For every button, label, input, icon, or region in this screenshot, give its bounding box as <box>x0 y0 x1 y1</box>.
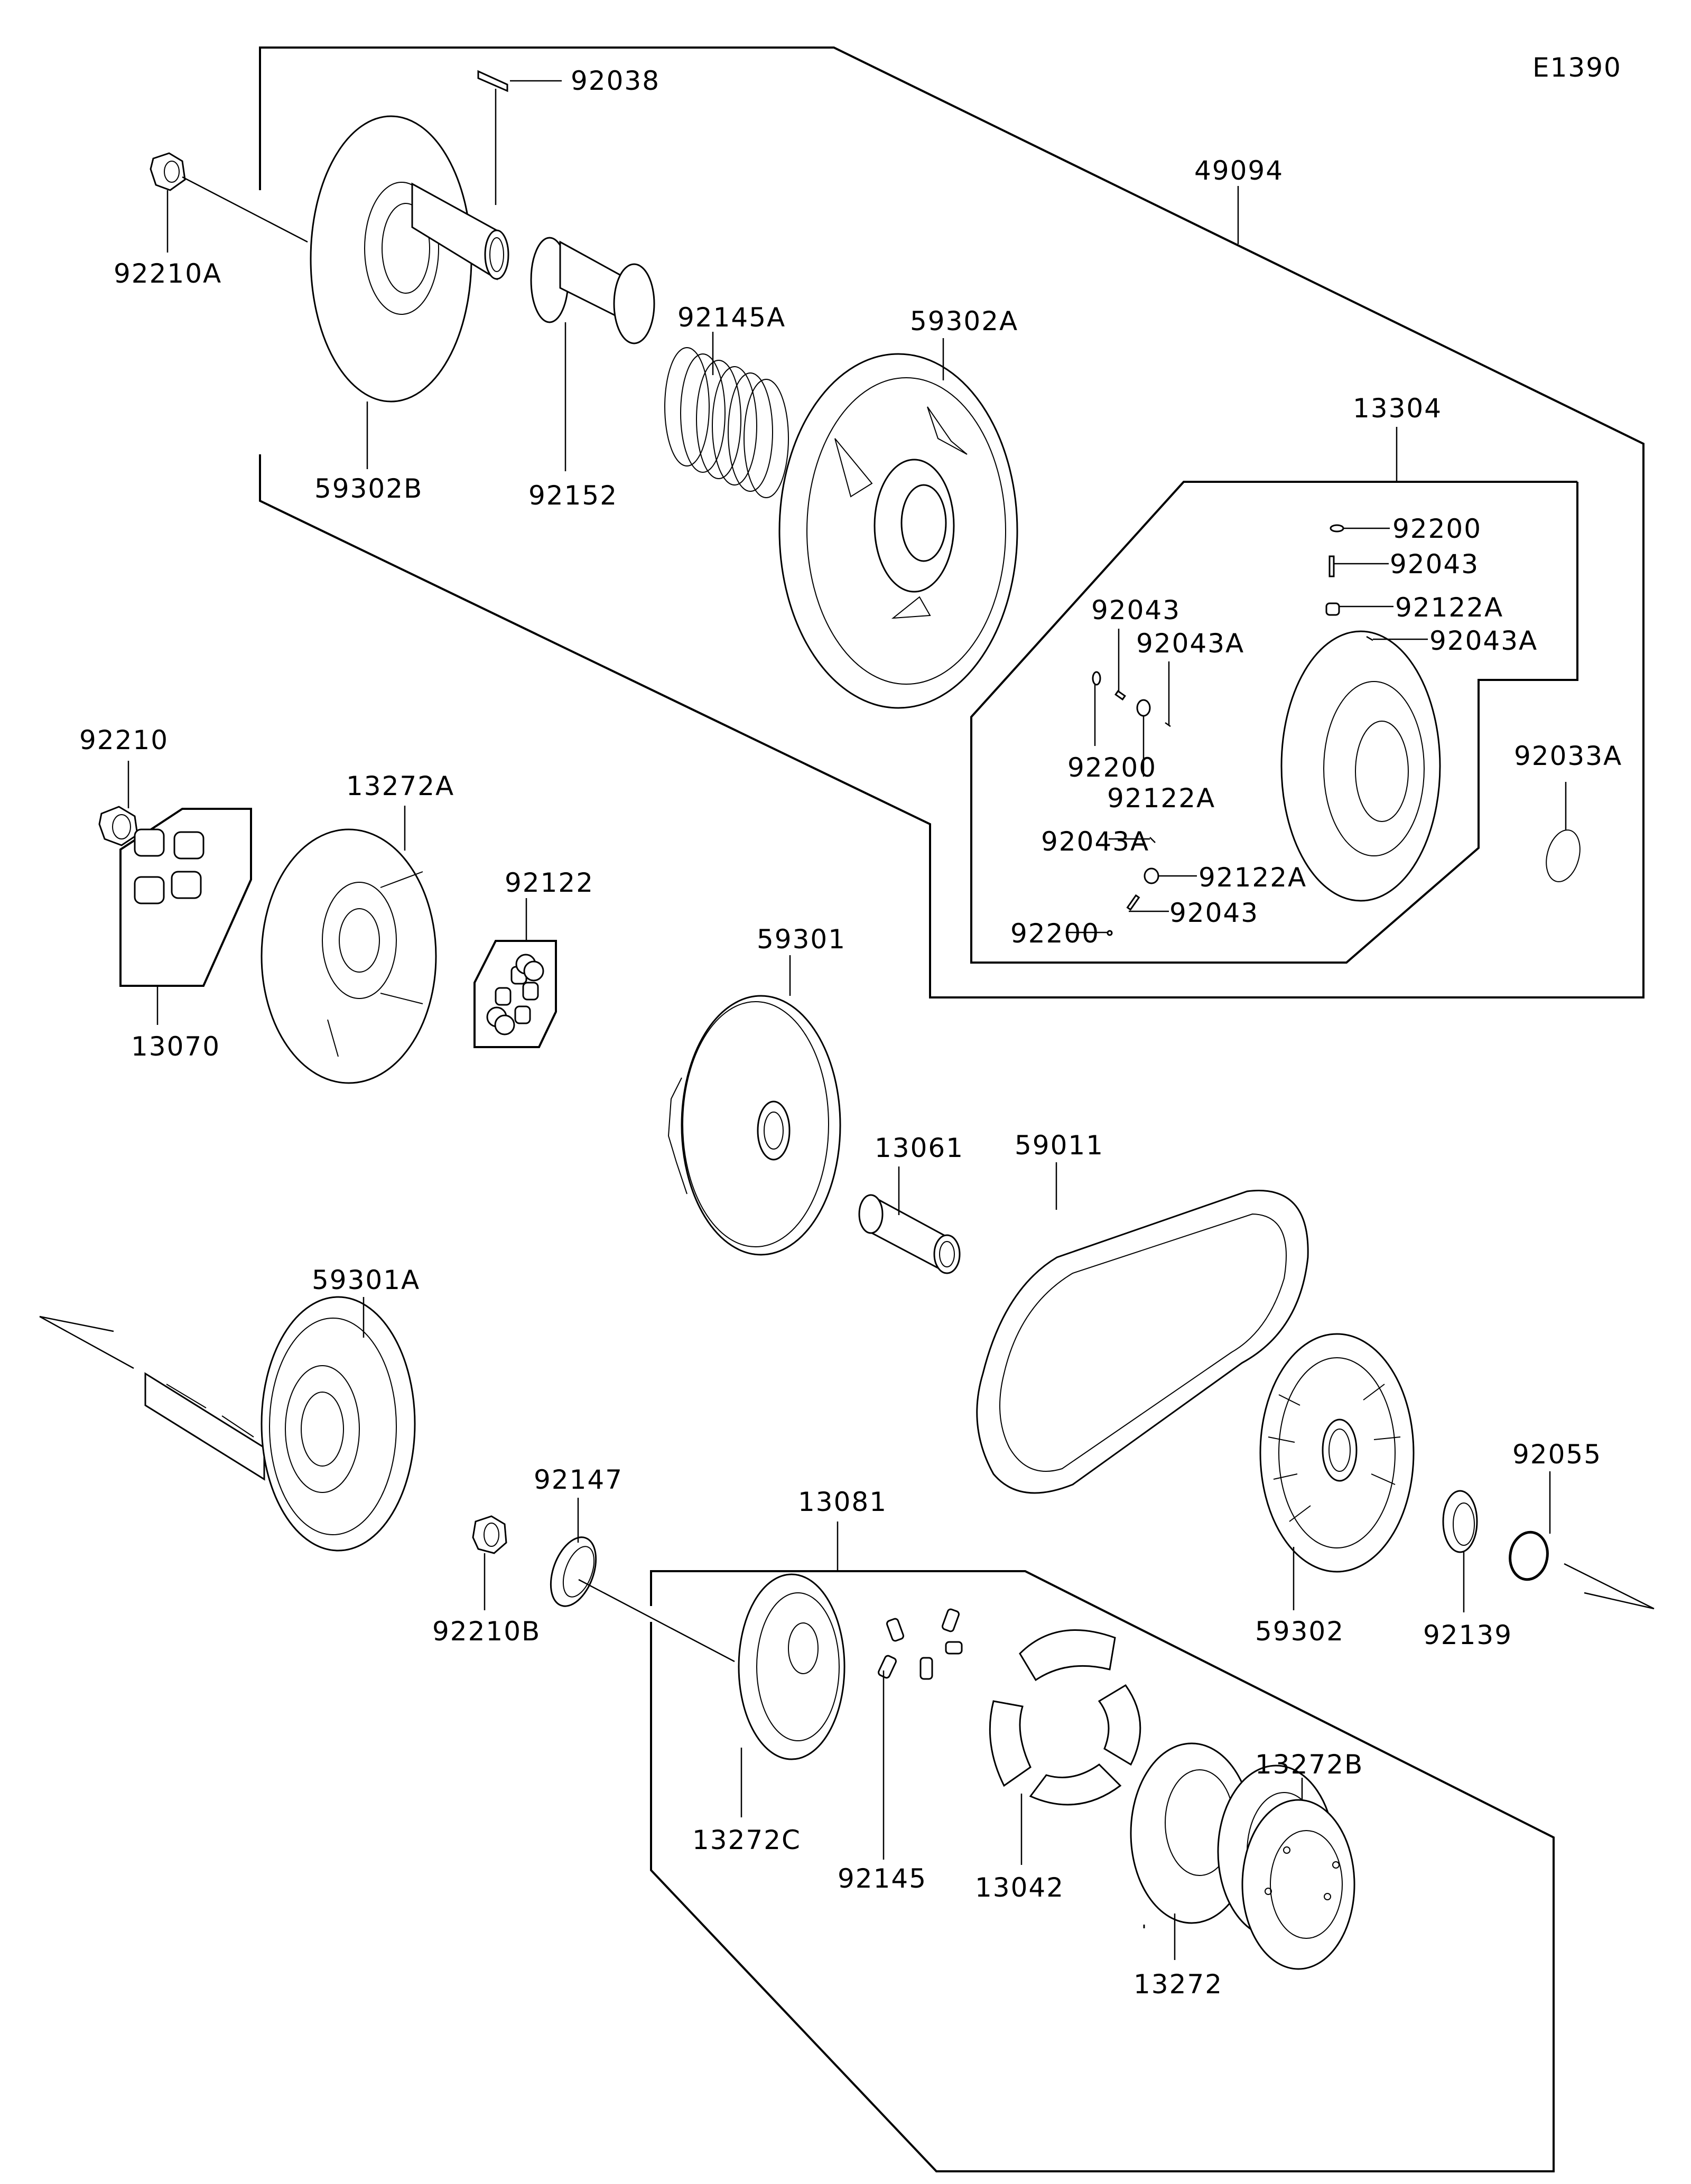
part-92210-nut[interactable]: 92210 <box>79 725 169 846</box>
label-13081: 13081 <box>798 1487 887 1517</box>
part-13272C-plate[interactable]: 13272C <box>692 1573 846 1855</box>
label-92122: 92122 <box>505 867 594 898</box>
label-92210A: 92210A <box>114 258 222 289</box>
label-13272A: 13272A <box>346 771 454 801</box>
part-59302B-sheave[interactable]: 59302B <box>310 89 509 504</box>
part-92200-lower[interactable]: 92200 <box>1010 918 1113 949</box>
label-92033A: 92033A <box>1514 741 1622 771</box>
part-59011-drive-belt[interactable]: 59011 <box>976 1130 1309 1494</box>
label-92145: 92145 <box>838 1863 927 1894</box>
label-92043A-left: 92043A <box>1136 628 1244 659</box>
group-13304-boundary: 13304 <box>970 393 1578 964</box>
label-92139: 92139 <box>1423 1620 1512 1650</box>
label-92043A-upper: 92043A <box>1429 626 1538 656</box>
part-92043-upper[interactable]: 92043 <box>1328 549 1479 580</box>
label-13070: 13070 <box>131 1031 220 1062</box>
part-92055-oring[interactable]: 92055 <box>1507 1439 1655 1610</box>
label-13272: 13272 <box>1133 1969 1223 2000</box>
part-92043A-lower[interactable]: 92043A <box>1041 826 1156 857</box>
label-92122A-lower: 92122A <box>1198 862 1307 893</box>
part-92145A-spring[interactable]: 92145A <box>664 302 789 498</box>
part-59302A-sheave[interactable]: 59302A <box>778 306 1018 709</box>
label-13272C: 13272C <box>692 1825 801 1855</box>
group-13081-boundary: 13081 <box>650 1487 1555 2172</box>
label-13272B: 13272B <box>1255 1749 1363 1780</box>
label-59302B: 59302B <box>314 473 423 504</box>
part-92200-left[interactable]: 92200 <box>1067 671 1157 783</box>
part-13304-cam-housing[interactable] <box>1280 630 1441 902</box>
label-13061: 13061 <box>875 1133 964 1163</box>
label-92122A-upper: 92122A <box>1395 592 1503 623</box>
part-59301-drive-sheave[interactable]: 59301 <box>667 924 846 1256</box>
label-92152: 92152 <box>528 480 618 511</box>
label-92043-upper: 92043 <box>1390 549 1479 580</box>
label-92055: 92055 <box>1512 1439 1602 1470</box>
part-92043-lower[interactable]: 92043 <box>1126 894 1259 928</box>
label-92043A-lower: 92043A <box>1041 826 1149 857</box>
part-92122-rollers[interactable]: 92122 <box>473 867 594 1048</box>
label-13042: 13042 <box>975 1872 1064 1903</box>
part-13272A-ramp-plate[interactable]: 13272A <box>261 771 454 1084</box>
label-92200-upper: 92200 <box>1392 514 1482 544</box>
label-59302A: 59302A <box>910 306 1018 337</box>
label-92147: 92147 <box>534 1464 623 1495</box>
part-92210A-nut[interactable]: 92210A <box>114 152 308 289</box>
label-92043-lower: 92043 <box>1169 898 1259 928</box>
label-59011: 59011 <box>1015 1130 1104 1161</box>
part-92043-left[interactable]: 92043 <box>1091 595 1181 701</box>
label-92210B: 92210B <box>432 1616 541 1647</box>
part-92145-springs[interactable]: 92145 <box>838 1608 963 1894</box>
part-92147-bearing[interactable]: 92147 <box>534 1464 735 1663</box>
part-92043A-left[interactable]: 92043A <box>1136 628 1244 727</box>
part-92122A-lower[interactable]: 92122A <box>1144 862 1307 893</box>
part-59301A-shaft-sheave[interactable]: 59301A <box>39 1265 420 1552</box>
part-92033A-circlip[interactable]: 92033A <box>1514 741 1622 885</box>
label-59302: 59302 <box>1255 1616 1344 1647</box>
part-92122A-left[interactable]: 92122A <box>1107 699 1215 814</box>
figure-id: E1390 <box>1532 52 1622 83</box>
label-49094: 49094 <box>1194 155 1284 186</box>
part-13061-collar[interactable]: 13061 <box>858 1133 964 1274</box>
part-92043A-upper[interactable]: 92043A <box>1366 626 1538 656</box>
part-13070-slider-set[interactable]: 13070 <box>119 808 252 1062</box>
part-59302-fan-sheave[interactable]: 59302 <box>1255 1333 1415 1647</box>
label-92122A-left: 92122A <box>1107 783 1215 814</box>
part-92139-seal[interactable]: 92139 <box>1423 1490 1512 1650</box>
label-92038: 92038 <box>571 66 660 96</box>
label-92200-left: 92200 <box>1067 752 1157 783</box>
label-92043-left: 92043 <box>1091 595 1181 626</box>
label-59301A: 59301A <box>312 1265 420 1295</box>
part-92210B-nut[interactable]: 92210B <box>432 1515 541 1647</box>
part-92152-collar[interactable]: 92152 <box>528 237 655 511</box>
label-92200-lower: 92200 <box>1010 918 1100 949</box>
label-59301: 59301 <box>757 924 846 955</box>
part-92038-key[interactable]: 92038 <box>477 66 660 96</box>
part-16007-plate[interactable] <box>1143 1799 1355 1970</box>
group-49094-boundary: 49094 <box>259 46 1644 998</box>
part-92200-upper[interactable]: 92200 <box>1330 514 1482 544</box>
label-92210: 92210 <box>79 725 169 755</box>
label-92145A: 92145A <box>677 302 786 333</box>
part-92122A-upper[interactable]: 92122A <box>1325 592 1503 623</box>
label-13304: 13304 <box>1353 393 1442 424</box>
part-13042-clutch-shoes[interactable]: 13042 <box>975 1629 1141 1903</box>
